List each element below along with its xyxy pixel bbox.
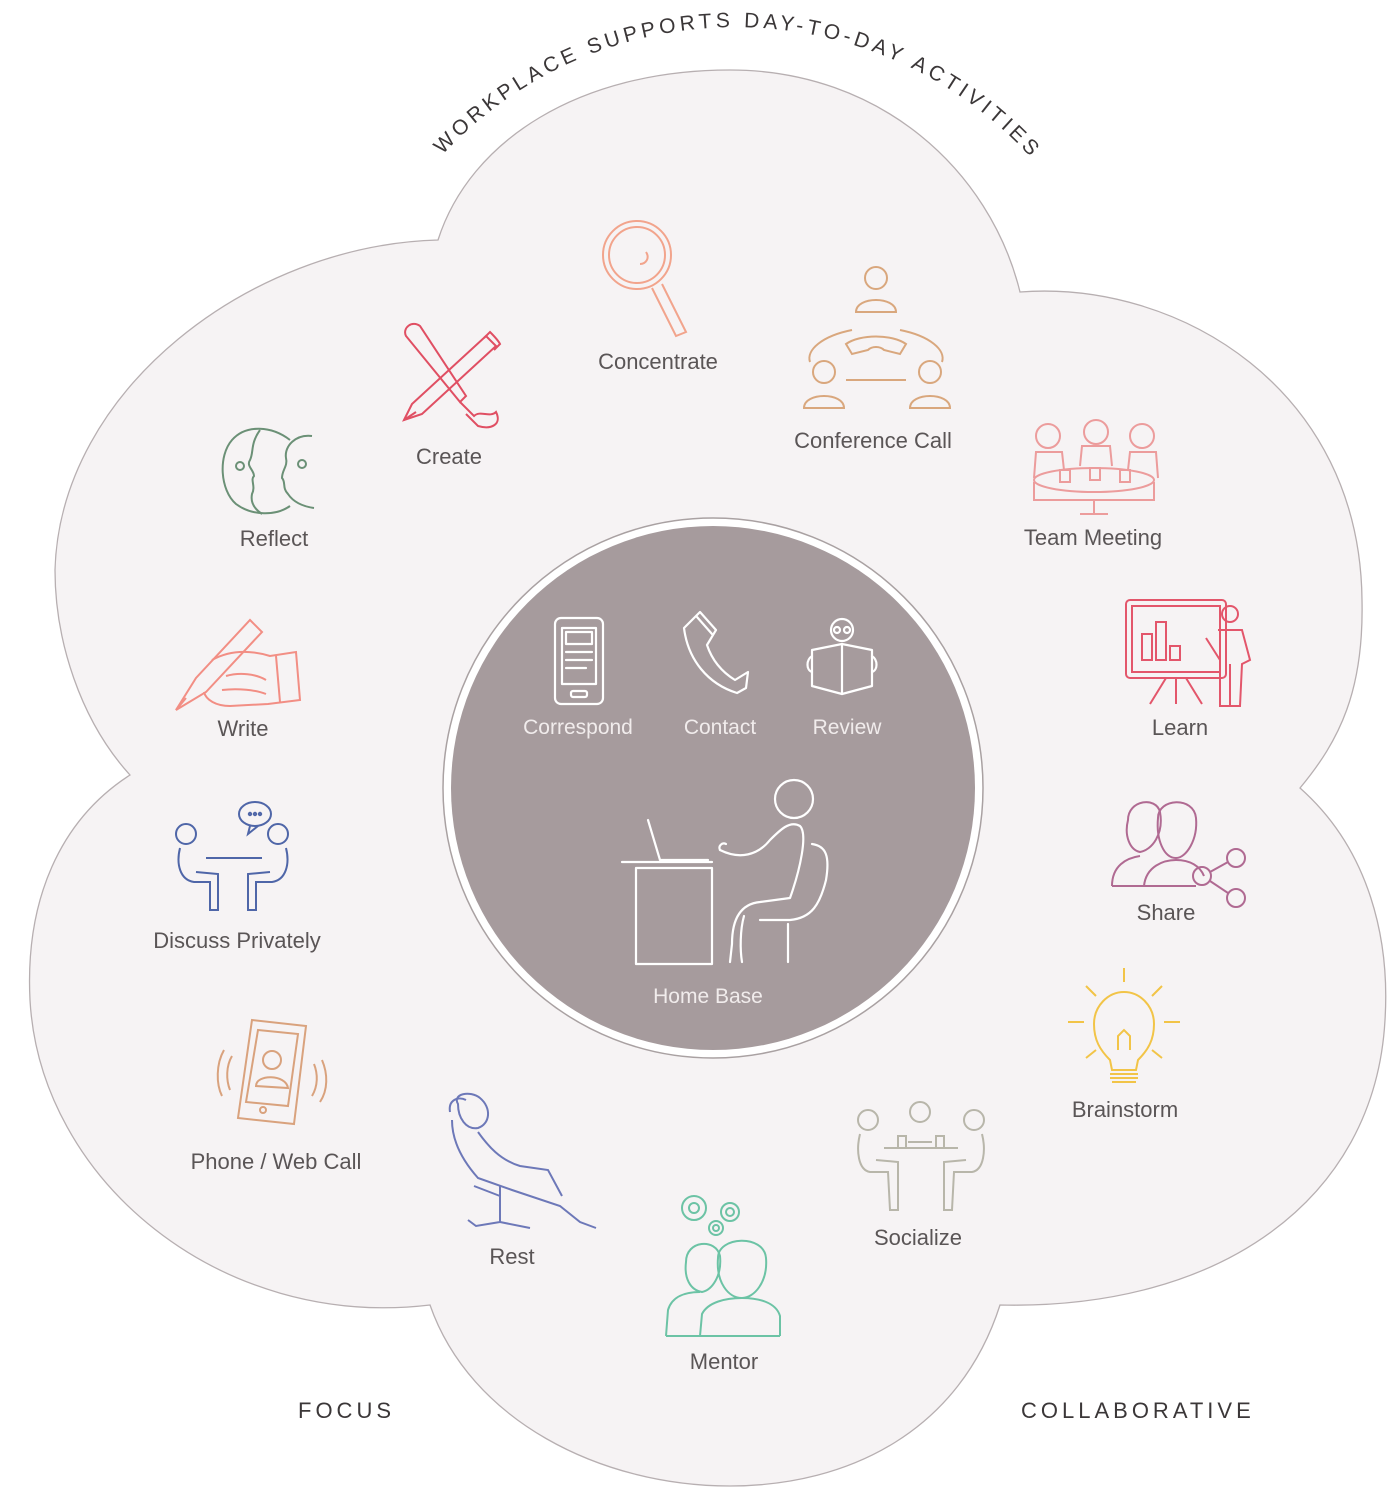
reflect-faces-icon: [221, 427, 315, 515]
lightbulb-icon: [1068, 968, 1180, 1083]
pencil-brush-icon: [402, 322, 502, 429]
activity-label-share: Share: [1136, 900, 1196, 925]
activity-label-write: Write: [217, 716, 269, 741]
activity-label-discuss-privately: Discuss Privately: [153, 928, 321, 953]
person-at-desk-icon: [620, 778, 829, 966]
socialize-icon: [857, 1101, 985, 1211]
activity-label-team-meeting: Team Meeting: [1023, 525, 1163, 550]
activity-label-conference-call: Conference Call: [794, 428, 952, 453]
mentor-icon: [665, 1195, 781, 1337]
magnifier-icon: [602, 220, 688, 338]
conference-call-icon: [802, 266, 952, 409]
activity-label-rest: Rest: [489, 1244, 535, 1269]
activity-label-socialize: Socialize: [873, 1225, 963, 1250]
reading-icon: [806, 617, 878, 696]
focus-label: FOCUS: [298, 1398, 395, 1423]
writing-hand-icon: [175, 618, 302, 711]
share-icon: [1111, 801, 1246, 908]
contact-label: Contact: [683, 716, 757, 739]
activity-label-concentrate: Concentrate: [598, 349, 718, 374]
activity-label-phone-web-call: Phone / Web Call: [190, 1149, 362, 1174]
home-base-label: Home Base: [653, 985, 763, 1008]
activity-label-brainstorm: Brainstorm: [1071, 1097, 1179, 1122]
phone-handset-icon: [682, 610, 750, 695]
collaborative-label: COLLABORATIVE: [1021, 1398, 1255, 1423]
review-label: Review: [812, 716, 882, 739]
activity-label-reflect: Reflect: [239, 526, 309, 551]
team-meeting-icon: [1033, 419, 1159, 515]
reclining-person-icon: [448, 1092, 597, 1229]
correspond-label: Correspond: [523, 716, 633, 739]
activity-label-create: Create: [415, 444, 483, 469]
phone-call-icon: [216, 1018, 328, 1126]
presentation-icon: [1125, 599, 1252, 707]
discuss-icon: [175, 801, 289, 911]
smartphone-icon: [553, 616, 605, 706]
activity-label-mentor: Mentor: [689, 1349, 759, 1374]
activity-label-learn: Learn: [1151, 715, 1209, 740]
home-base-circle: [442, 517, 984, 1059]
